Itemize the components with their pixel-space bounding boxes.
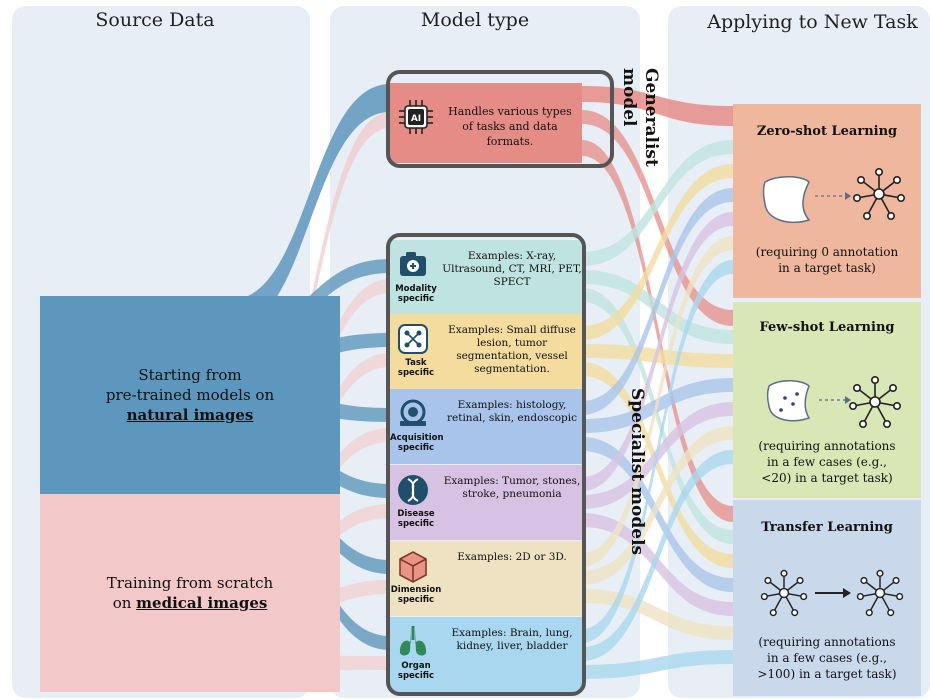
network-icon	[852, 167, 905, 220]
flow-specialist-task	[582, 589, 733, 640]
network-icon	[856, 569, 904, 617]
task-zero-shot-note: (requiring 0 annotation in a target task…	[755, 245, 899, 275]
specialist-row-examples: Examples: histology, retinal, skin, endo…	[447, 399, 577, 424]
flow-specialist-task	[582, 188, 733, 415]
source-natural-emph: natural images	[126, 406, 254, 424]
source-medical-line2: on	[112, 594, 132, 612]
flow-specialist-task	[582, 650, 733, 679]
specialist-row-examples: Examples: Small diffuse lesion, tumor se…	[448, 324, 576, 375]
task-transfer-note: (requiring annotations in a few cases (e…	[757, 635, 897, 681]
specialist-frame	[386, 233, 586, 696]
specialist-label: Specialist models	[627, 388, 647, 556]
task-zero-shot-title: Zero-shot Learning	[756, 124, 898, 139]
specialist-row-label: Modality specific	[395, 284, 437, 304]
task-zero-shot: Zero-shot Learning (requiring 0 annotati…	[733, 104, 921, 298]
network-icon	[848, 375, 901, 428]
flow-generalist-zero	[582, 86, 733, 126]
source-natural-line1: Starting from	[138, 366, 242, 384]
task-transfer: Transfer Learning (requiring annot	[733, 500, 921, 696]
flow-specialist-task	[582, 288, 733, 544]
source-medical-line1: Training from scratch	[106, 574, 274, 592]
flow-specialist-task	[582, 426, 733, 585]
flow-specialist-task	[582, 260, 733, 643]
flow-specialist-task	[582, 164, 733, 340]
flow-specialist-task	[582, 450, 733, 661]
specialist-row-examples: Examples: 2D or 3D.	[457, 551, 567, 563]
specialist-row-label: Disease specific	[397, 509, 435, 529]
specialist-row-examples: Examples: X-ray, Ultrasound, CT, MRI, PE…	[442, 250, 582, 288]
dna-icon	[398, 475, 428, 505]
arrow-right-icon	[815, 588, 851, 598]
specialist-row-label: Organ specific	[397, 661, 435, 681]
camera-icon	[400, 252, 426, 276]
flow-specialist-task	[582, 362, 733, 568]
generalist-frame	[386, 70, 614, 168]
specialist-row-label: Acquisition specific	[390, 433, 444, 453]
specialist-row-examples: Examples: Brain, lung, kidney, liver, bl…	[451, 627, 573, 652]
generalist-description: Handles various types of tasks and data …	[448, 105, 572, 148]
ai-chip-icon: AI	[399, 100, 433, 134]
source-medical-emph: medical images	[136, 594, 268, 612]
flow-specialist-task	[582, 437, 733, 592]
task-transfer-title: Transfer Learning	[761, 520, 893, 535]
flow-generalist-transfer	[582, 140, 733, 522]
lungs-icon	[399, 626, 427, 656]
task-few-shot-note: (requiring annotations in a few cases (e…	[758, 439, 896, 485]
blob-points-icon	[766, 380, 851, 422]
specialist-row-2: Task specific Examples: Small diffuse les…	[390, 314, 582, 389]
scanner-icon	[400, 399, 426, 426]
flow-generalist-few	[582, 110, 733, 326]
source-data-header: Source Data	[95, 9, 215, 31]
flow-specialist-task	[582, 212, 733, 491]
circuit-icon	[398, 324, 428, 354]
specialist-row-examples: Examples: Tumor, stones, stroke, pneumon…	[443, 475, 581, 500]
flow-specialist-task	[582, 140, 733, 266]
source-natural-images: Starting from pre-trained models on natu…	[40, 296, 340, 494]
svg-text:AI: AI	[411, 114, 421, 124]
specialist-row-4: Disease specific Examples: Tumor, stones,…	[390, 465, 582, 540]
source-natural-line2: pre-trained models on	[105, 386, 275, 404]
cube-icon	[399, 551, 427, 583]
specialist-row-label: Task specific	[397, 358, 435, 378]
network-icon	[760, 569, 808, 617]
specialist-row-5: Dimension specific Examples: 2D or 3D.	[390, 541, 582, 616]
source-medical-images: Training from scratch on medical images	[40, 494, 340, 692]
new-task-header: Applying to New Task	[707, 11, 918, 33]
flow-natural-generalist	[230, 84, 390, 330]
model-type-header: Model type	[420, 9, 530, 31]
blob-icon	[762, 176, 851, 224]
generalist-label: Generalist model	[619, 68, 661, 167]
specialist-row-label: Dimension specific	[390, 585, 442, 605]
task-few-shot: Few-shot Learning (requiring annotations…	[733, 302, 921, 498]
flow-specialist-task	[582, 236, 733, 567]
specialist-row-6: Organ specific Examples: Brain, lung, kid…	[390, 617, 582, 692]
flow-specialist-task	[582, 513, 733, 616]
task-few-shot-title: Few-shot Learning	[759, 320, 895, 335]
